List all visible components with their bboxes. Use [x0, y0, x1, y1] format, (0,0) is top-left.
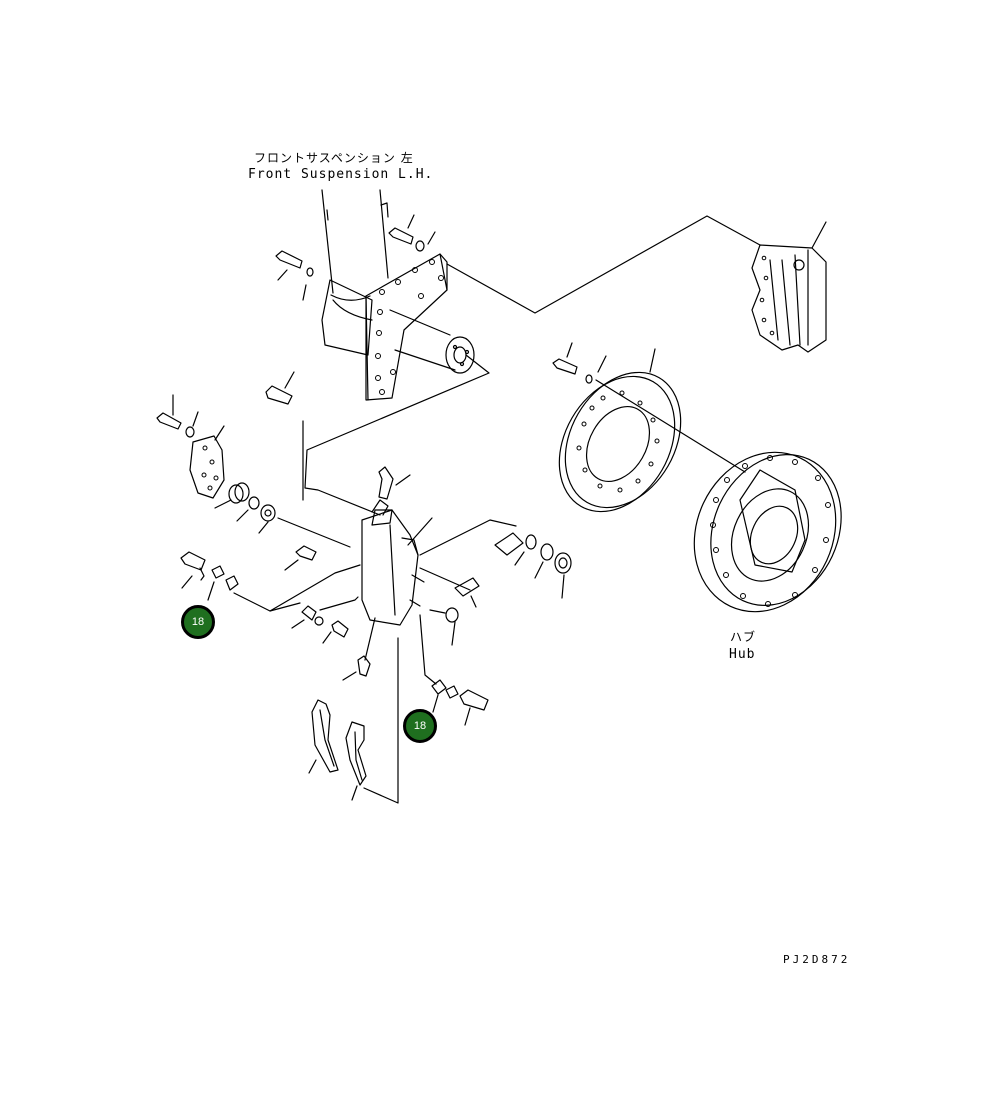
leader-line	[595, 379, 746, 473]
callout-badge-1[interactable]: 18	[181, 605, 215, 639]
disc-bolts	[552, 342, 607, 384]
callout-number: 18	[191, 616, 205, 628]
suspension-label-jp: フロントサスペンション 左	[254, 151, 414, 165]
left-pad-assembly	[156, 394, 225, 499]
callout-number: 18	[413, 720, 427, 732]
pin	[265, 371, 295, 405]
leader-line	[269, 602, 301, 612]
drawing-code: PJ2D872	[783, 953, 851, 966]
caliper-right-parts	[419, 519, 572, 646]
fittings	[284, 545, 359, 644]
brake-caliper-upper	[751, 221, 827, 353]
brake-caliper-main	[304, 354, 490, 626]
hub-label-en: Hub	[729, 647, 756, 662]
bushings-left	[214, 482, 351, 548]
lower-bolt	[342, 617, 376, 681]
bleeder-left	[180, 551, 361, 612]
suspension-label-en: Front Suspension L.H.	[248, 167, 434, 182]
bleeder-right	[419, 614, 489, 726]
callout-badge-2[interactable]: 18	[403, 709, 437, 743]
brake-disc	[558, 348, 682, 513]
hub-label-jp: ハブ	[730, 630, 757, 644]
leader-line	[446, 215, 761, 314]
hub	[693, 451, 842, 613]
suspension-bolts	[275, 214, 436, 301]
brake-pads	[308, 637, 399, 804]
front-suspension-assembly	[321, 189, 475, 401]
